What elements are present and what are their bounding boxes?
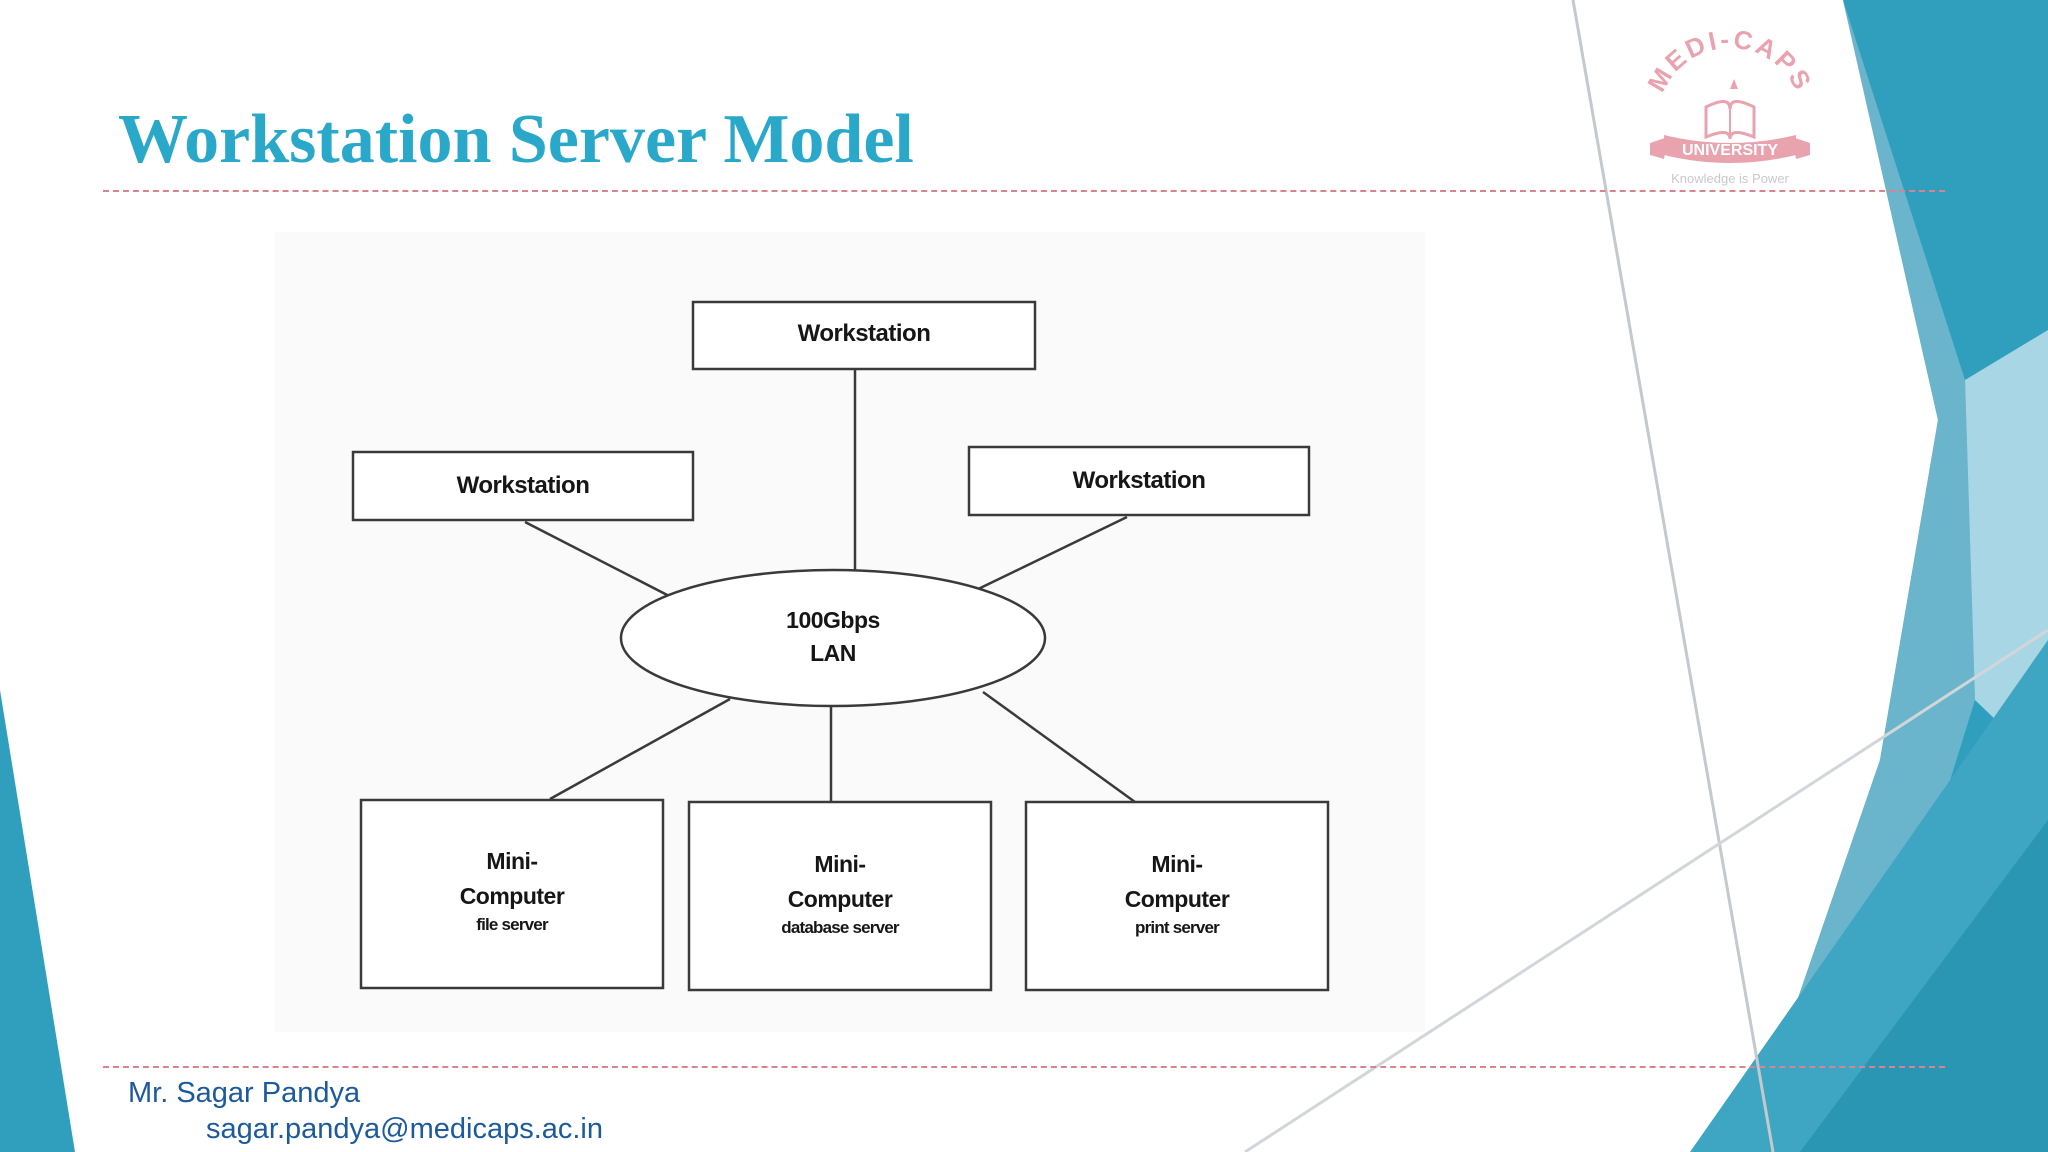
svg-text:MEDI-CAPS: MEDI-CAPS [1641, 25, 1819, 97]
top-divider [103, 190, 1945, 192]
link-srv-left [549, 697, 731, 801]
server-print-label: Mini- Computer print server [1026, 847, 1328, 939]
server-file-label: Mini- Computer file server [361, 844, 663, 936]
author-email: sagar.pandya@medicaps.ac.in [206, 1113, 604, 1145]
bottom-divider [103, 1066, 1945, 1068]
workstation-top-label: Workstation [797, 320, 931, 347]
logo-ribbon: UNIVERSITY [1650, 135, 1810, 163]
server-database-line1: Mini- [814, 851, 866, 877]
teal-wedge-left [0, 690, 75, 1152]
slide-title: Workstation Server Model [118, 101, 914, 178]
diagram-graphics [351, 300, 1330, 992]
workstation-right-box [967, 445, 1311, 517]
logo-ribbon-text: UNIVERSITY [1682, 142, 1778, 159]
server-file-box [359, 798, 665, 990]
workstation-left-label: Workstation [456, 472, 590, 499]
decor-line-diagonal [1571, 0, 1775, 1152]
server-database-role: database server [781, 918, 899, 937]
lan-type: LAN [810, 640, 856, 666]
decor-line-sweep [1244, 628, 2048, 1152]
server-print-line2: Computer [1124, 886, 1230, 912]
server-file-line2: Computer [459, 883, 565, 909]
link-ws-right [971, 515, 1128, 594]
server-print-box [1024, 800, 1330, 992]
teal-corner-dark [1800, 820, 2048, 1152]
lan-hub-label: 100Gbps LAN [733, 604, 933, 670]
server-database-line2: Computer [787, 886, 893, 912]
teal-band-light [1965, 330, 2048, 770]
logo-top-text: MEDI-CAPS [1641, 25, 1816, 97]
server-file-line1: Mini- [486, 848, 538, 874]
logo-tagline: Knowledge is Power [1671, 171, 1789, 186]
server-print-line1: Mini- [1151, 851, 1203, 877]
link-ws-left [524, 520, 676, 601]
network-diagram: Workstation Workstation Workstation 100G… [275, 232, 1425, 1032]
medicaps-logo: MEDI-CAPS UNIVERSITY Knowledge is Power [1641, 25, 1819, 186]
workstation-top-box [691, 300, 1037, 371]
server-database-label: Mini- Computer database server [689, 847, 991, 939]
server-database-box [687, 800, 993, 992]
workstation-left-box [351, 450, 695, 522]
workstation-right-label: Workstation [1072, 467, 1206, 494]
server-print-role: print server [1135, 918, 1220, 937]
link-srv-right [982, 690, 1136, 804]
lan-hub-ellipse [619, 568, 1047, 708]
server-file-role: file server [476, 915, 548, 934]
lan-speed: 100Gbps [786, 607, 880, 633]
author-name: Mr. Sagar Pandya [128, 1077, 361, 1109]
logo-book-icon [1704, 79, 1756, 140]
